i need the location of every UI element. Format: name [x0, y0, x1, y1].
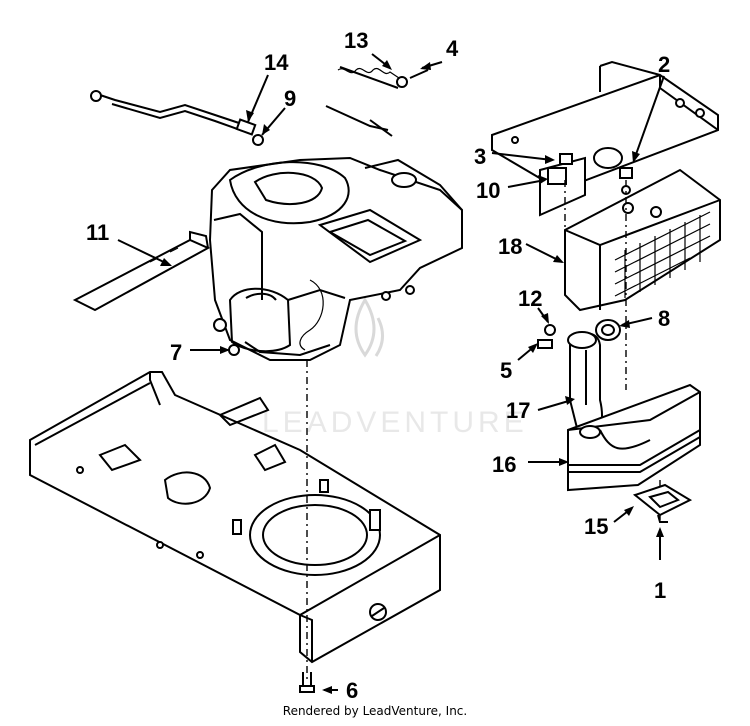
chassis-frame	[29, 371, 441, 664]
bolts-upper	[547, 153, 633, 195]
watermark-text: LEADVENTURE	[262, 406, 528, 439]
air-duct-bracket	[72, 230, 211, 312]
heat-shield	[564, 168, 721, 312]
callout-2: 2	[658, 52, 670, 77]
callout-14: 14	[264, 50, 289, 75]
spark-arrestor	[632, 483, 693, 523]
exhaust-pipe	[567, 331, 603, 447]
callout-11: 11	[86, 220, 109, 245]
callout-3: 3	[474, 144, 486, 169]
gasket-and-screws	[537, 319, 621, 349]
callout-9: 9	[284, 86, 296, 111]
callout-16: 16	[492, 452, 516, 477]
throttle-linkage	[90, 90, 264, 146]
callout-7: 7	[170, 340, 182, 365]
governor-spring	[325, 66, 429, 137]
callout-17: 17	[506, 398, 530, 423]
muffler	[567, 383, 701, 492]
bolt-6	[299, 672, 315, 693]
callout-8: 8	[658, 306, 670, 331]
callout-5: 5	[500, 358, 512, 383]
engine	[208, 156, 463, 361]
leader-lines	[117, 53, 665, 694]
callout-4: 4	[446, 36, 459, 61]
callout-12: 12	[518, 286, 542, 311]
nut-7	[228, 344, 240, 356]
callout-15: 15	[584, 514, 608, 539]
footer-credit: Rendered by LeadVenture, Inc.	[282, 704, 468, 718]
callout-10: 10	[476, 178, 500, 203]
callout-6: 6	[346, 678, 358, 703]
watermark: LEADVENTURE	[262, 297, 528, 439]
callout-18: 18	[498, 234, 522, 259]
callout-13: 13	[344, 28, 368, 53]
callout-1: 1	[654, 578, 666, 603]
callouts: 1 2 3 4 5 6 7 8 9 10 11 12 13 14 15 16 1…	[86, 28, 670, 703]
